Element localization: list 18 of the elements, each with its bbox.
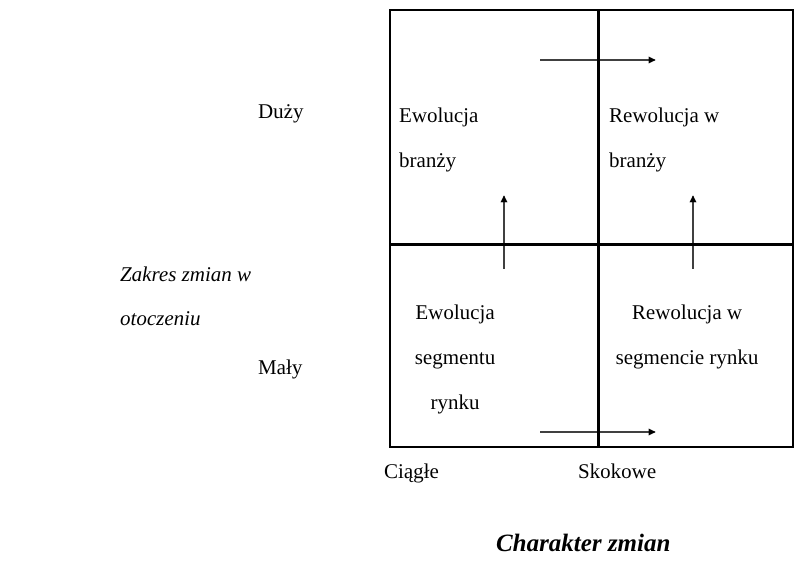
axis-label: Zakres zmian w otoczeniu — [120, 261, 252, 332]
arrow — [540, 428, 656, 436]
arrow — [500, 195, 508, 269]
arrow — [690, 195, 696, 269]
arrow — [540, 56, 656, 64]
axis-label: Ciągłe — [384, 458, 439, 485]
matrix-cell — [597, 243, 794, 448]
axis-label: Skokowe — [578, 458, 656, 485]
matrix-cell — [597, 9, 794, 246]
axis-label: Duży — [258, 98, 304, 125]
cell-label: Ewolucja segmentu rynku — [414, 299, 496, 416]
axis-title: Charakter zmian — [496, 529, 670, 559]
axis-label: Mały — [258, 354, 302, 381]
cell-label: Ewolucja branży — [399, 102, 480, 174]
cell-label: Rewolucja w segmencie rynku — [614, 299, 760, 371]
matrix-cell — [389, 243, 600, 448]
matrix-cell — [389, 9, 600, 246]
cell-label: Rewolucja w branży — [609, 102, 720, 174]
